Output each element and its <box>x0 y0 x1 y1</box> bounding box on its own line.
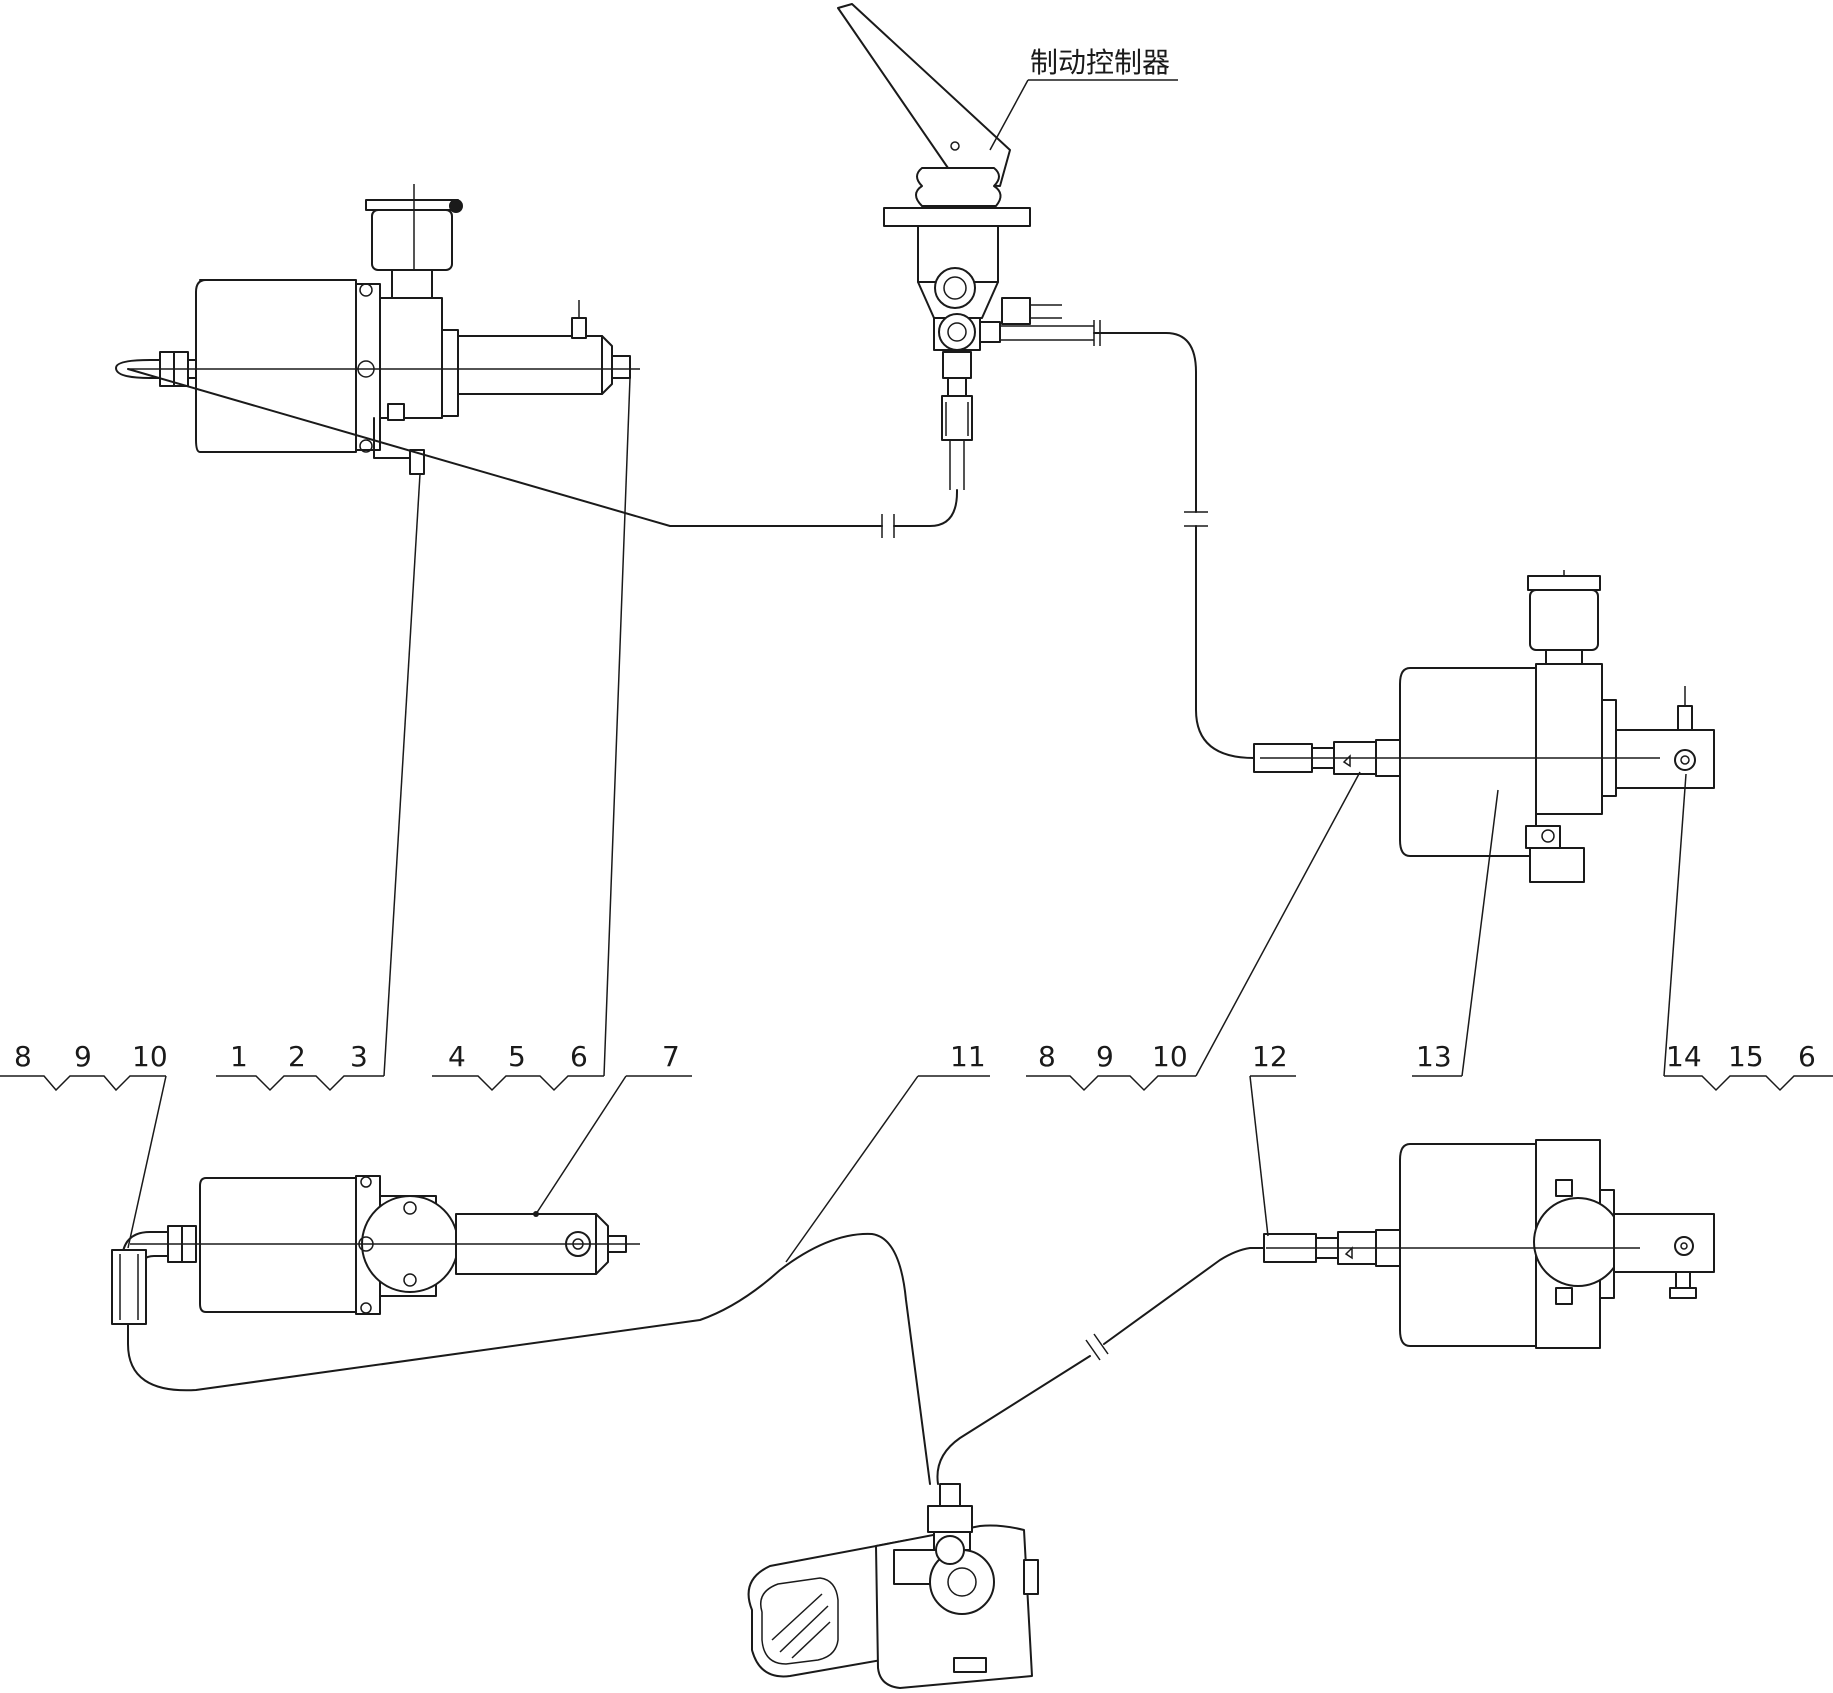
callout-number: 14 <box>1666 1040 1702 1073</box>
callout-number: 15 <box>1728 1040 1764 1073</box>
callout-group-13: 13 <box>1412 789 1499 1077</box>
callout-group-7: 7 <box>535 1040 692 1215</box>
booster-bottom-right <box>1263 1139 1715 1349</box>
pedal-unit-bottom <box>747 1483 1039 1689</box>
brake-pipes <box>127 320 1265 1485</box>
title-annotation: 制动控制器 <box>989 46 1178 151</box>
callout-group-8-9-10-left: 8 9 10 <box>0 1040 168 1249</box>
brake-controller <box>837 3 1094 490</box>
brake-controller-title: 制动控制器 <box>1030 46 1170 79</box>
callout-group-4-5-6: 4 5 6 <box>432 377 631 1092</box>
callout-number: 8 <box>14 1040 32 1073</box>
booster-bottom-left <box>111 1175 640 1325</box>
callout-number: 6 <box>1798 1040 1816 1073</box>
callout-number: 12 <box>1252 1040 1288 1073</box>
callout-number: 10 <box>132 1040 168 1073</box>
callout-number: 9 <box>1096 1040 1114 1073</box>
callout-number: 2 <box>288 1040 306 1073</box>
callout-number: 9 <box>74 1040 92 1073</box>
callout-number: 7 <box>662 1040 680 1073</box>
callout-number: 3 <box>350 1040 368 1073</box>
callout-number: 11 <box>950 1040 986 1073</box>
booster-top-left <box>115 184 640 475</box>
callout-group-8-9-10-right: 8 9 10 <box>1026 771 1361 1092</box>
callout-number: 5 <box>508 1040 526 1073</box>
callout-group-1-2-3: 1 2 3 <box>216 473 421 1092</box>
callout-number: 8 <box>1038 1040 1056 1073</box>
callout-group-14-15-6: 14 15 6 <box>1663 773 1833 1092</box>
callout-group-11: 11 <box>785 1040 990 1263</box>
callout-number: 4 <box>448 1040 466 1073</box>
callout-number: 10 <box>1152 1040 1188 1073</box>
callout-number: 6 <box>570 1040 588 1073</box>
callout-group-12: 12 <box>1249 1040 1296 1237</box>
callout-number: 13 <box>1416 1040 1452 1073</box>
callout-number: 1 <box>230 1040 248 1073</box>
booster-right-middle <box>1253 570 1715 883</box>
